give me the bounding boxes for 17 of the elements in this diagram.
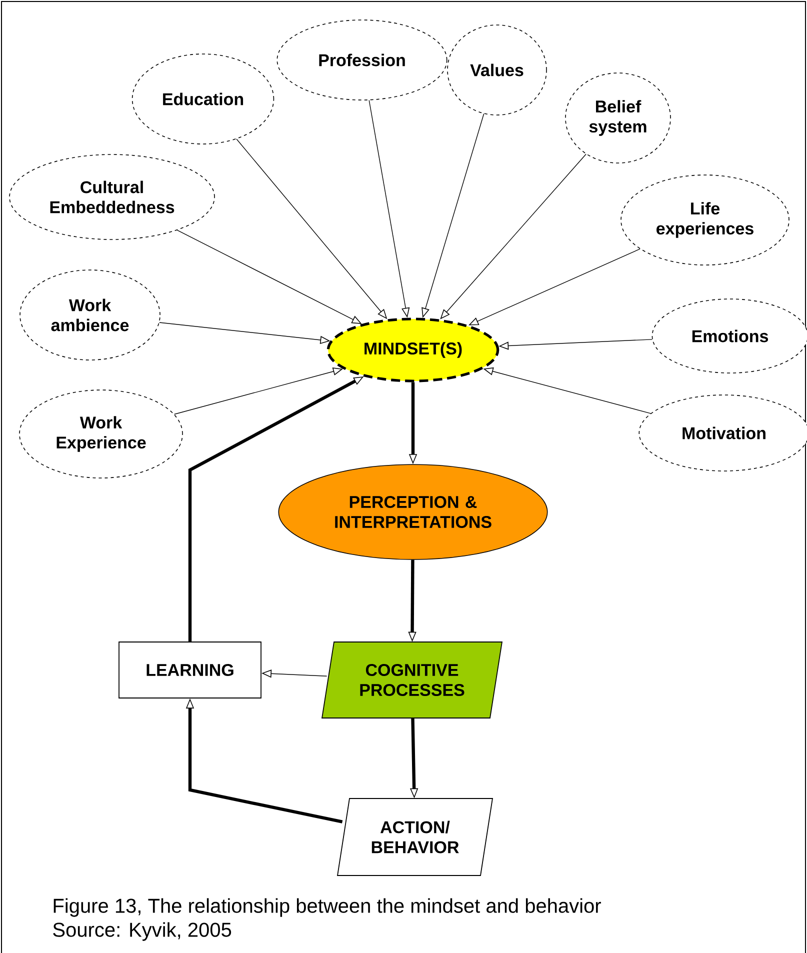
node-label: Emotions — [692, 330, 768, 342]
node-label: Motivation — [682, 426, 766, 440]
process-oval: PERCEPTION & INTERPRETATIONS — [278, 464, 548, 560]
factor-oval: Work ambience — [20, 270, 160, 360]
process-box: LEARNING — [118, 642, 262, 698]
mindset-oval: MINDSET(S) — [326, 318, 500, 382]
factor-oval: Life experiences — [620, 174, 790, 266]
factor-oval: Profession — [276, 20, 448, 100]
factor-oval: Work Experience — [19, 390, 183, 478]
factor-oval: Cultural Embeddedness — [9, 154, 215, 240]
caption: Figure 13, The relationship between the mindset and behavior — [54, 898, 601, 917]
factor-oval: Values — [447, 24, 547, 116]
factor-oval: Belief system — [565, 72, 671, 164]
factor-oval: Emotions — [652, 298, 807, 374]
source-note: Source: Kyvik, 2005 — [53, 922, 232, 941]
factor-oval: Education — [132, 54, 274, 144]
factor-oval: Motivation — [638, 394, 807, 472]
